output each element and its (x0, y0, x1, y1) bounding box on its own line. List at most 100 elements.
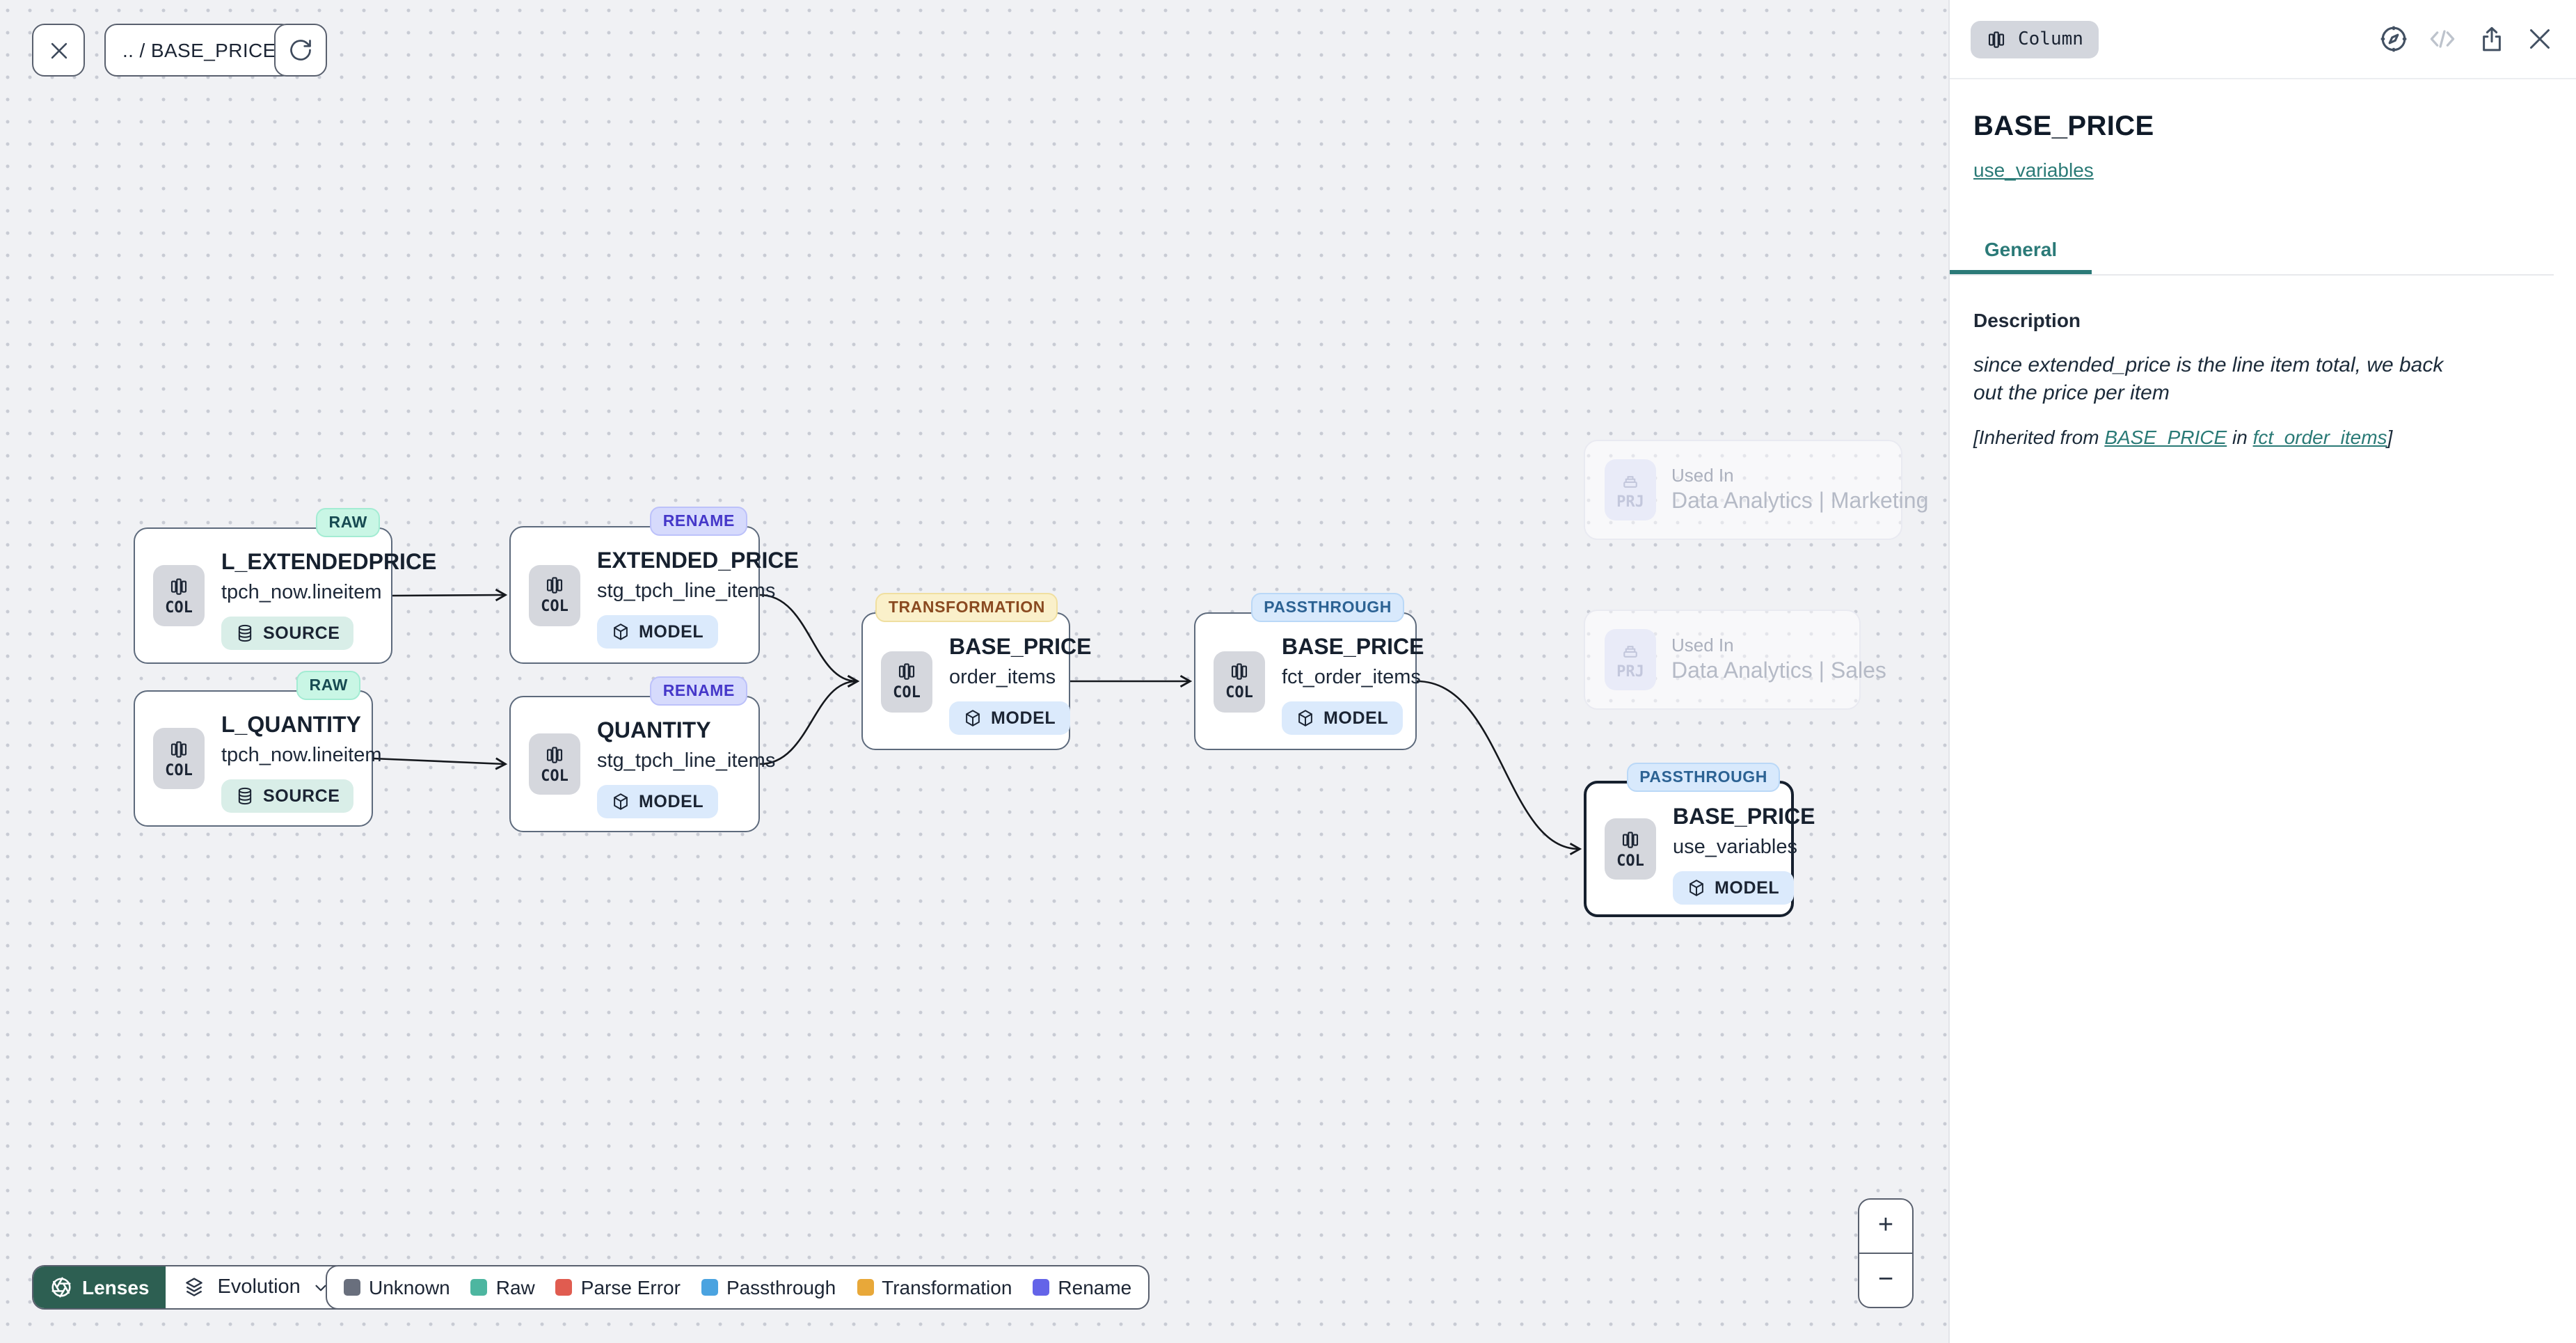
zoom-out-button[interactable]: − (1859, 1254, 1912, 1307)
panel-header: Column (1950, 0, 2576, 79)
node-tag: PASSTHROUGH (1627, 763, 1780, 792)
legend-item: Raw (470, 1276, 535, 1298)
columns-icon (546, 746, 563, 763)
share-button[interactable] (2476, 24, 2506, 54)
column-type-label: COL (541, 766, 569, 784)
legend-swatch (470, 1279, 488, 1296)
node-title: BASE_PRICE (1673, 806, 1815, 829)
node-title: BASE_PRICE (949, 636, 1092, 660)
compass-icon (2380, 26, 2407, 52)
breadcrumb[interactable]: .. / BASE_PRICE (104, 24, 294, 77)
model-box-icon (966, 710, 980, 726)
node-title: L_QUANTITY (221, 714, 361, 738)
chevron-down-icon (315, 1284, 326, 1291)
lineage-edge (372, 757, 508, 770)
columns-icon (1622, 831, 1639, 848)
columns-icon (1231, 663, 1248, 680)
tab-bar: General (1950, 225, 2554, 276)
database-icon (238, 787, 252, 805)
inherited-prefix: [Inherited from (1973, 426, 2105, 448)
node-title: EXTENDED_PRICE (597, 550, 799, 573)
project-badge-label: PRJ (1616, 662, 1644, 680)
column-type-label: COL (893, 683, 921, 701)
model-box-icon (614, 793, 628, 810)
description-label: Description (1973, 309, 2081, 331)
panel-content: BASE_PRICE use_variables General Descrip… (1950, 111, 2576, 448)
detail-panel: Column BASE_PRICE use_variables (1948, 0, 2576, 1343)
used-in-label: Used In (1671, 635, 1734, 655)
legend-label: Raw (495, 1276, 535, 1298)
project-badge: PRJ (1605, 629, 1656, 690)
columns-icon (1988, 31, 2005, 47)
legend-item: Transformation (857, 1276, 1012, 1298)
column-type-label: COL (541, 597, 569, 615)
model-link[interactable]: use_variables (1973, 159, 2094, 181)
node-subtitle: use_variables (1673, 836, 1797, 859)
node-kind-chip: MODEL (1673, 871, 1794, 905)
column-type-label: COL (165, 761, 193, 779)
node-tag: RAW (296, 671, 360, 700)
legend-item: Parse Error (555, 1276, 681, 1298)
inherited-note: [Inherited from BASE_PRICE in fct_order_… (1973, 426, 2576, 448)
close-canvas-button[interactable] (32, 24, 85, 77)
node-title: BASE_PRICE (1282, 636, 1424, 660)
lenses-button[interactable]: Lenses (33, 1266, 166, 1308)
legend-swatch (701, 1279, 718, 1296)
lenses-label: Lenses (82, 1276, 150, 1298)
columns-icon (546, 577, 563, 594)
type-badge: Column (1971, 20, 2099, 58)
column-type-badge: COL (153, 728, 205, 789)
node-kind-chip: MODEL (597, 615, 718, 649)
lens-mode-dropdown[interactable]: Evolution (166, 1266, 347, 1308)
lineage-edge (392, 589, 508, 602)
legend-label: Rename (1058, 1276, 1132, 1298)
node-kind-label: MODEL (639, 622, 704, 642)
legend-swatch (1033, 1279, 1050, 1296)
aperture-icon (51, 1277, 71, 1298)
close-panel-button[interactable] (2525, 24, 2555, 54)
lenses-control[interactable]: Lenses Evolution (32, 1265, 348, 1310)
explore-button[interactable] (2378, 24, 2409, 54)
share-icon (2482, 26, 2500, 51)
legend-item: Unknown (344, 1276, 450, 1298)
node-kind-chip: MODEL (949, 701, 1070, 735)
node-kind-chip: SOURCE (221, 779, 354, 813)
node-kind-label: MODEL (1715, 878, 1780, 898)
node-title: L_EXTENDEDPRICE (221, 551, 437, 575)
legend-label: Parse Error (580, 1276, 681, 1298)
node-kind-chip: MODEL (597, 785, 718, 818)
legend-label: Unknown (369, 1276, 450, 1298)
zoom-divider (1859, 1252, 1912, 1255)
description-text: since extended_price is the line item to… (1973, 353, 2444, 405)
model-box-icon (1689, 880, 1703, 896)
inherited-model-link[interactable]: fct_order_items (2252, 426, 2387, 448)
node-subtitle: fct_order_items (1282, 667, 1421, 689)
refresh-button[interactable] (274, 24, 327, 77)
project-stack-icon (1623, 475, 1637, 487)
inherited-column-link[interactable]: BASE_PRICE (2104, 426, 2227, 448)
project-stack-icon (1623, 645, 1637, 657)
node-subtitle: tpch_now.lineitem (221, 745, 382, 767)
code-button[interactable] (2427, 24, 2458, 54)
tab-general[interactable]: General (1950, 225, 2092, 274)
model-box-icon (1298, 710, 1312, 726)
legend-item: Passthrough (701, 1276, 836, 1298)
zoom-in-button[interactable]: + (1859, 1200, 1912, 1253)
